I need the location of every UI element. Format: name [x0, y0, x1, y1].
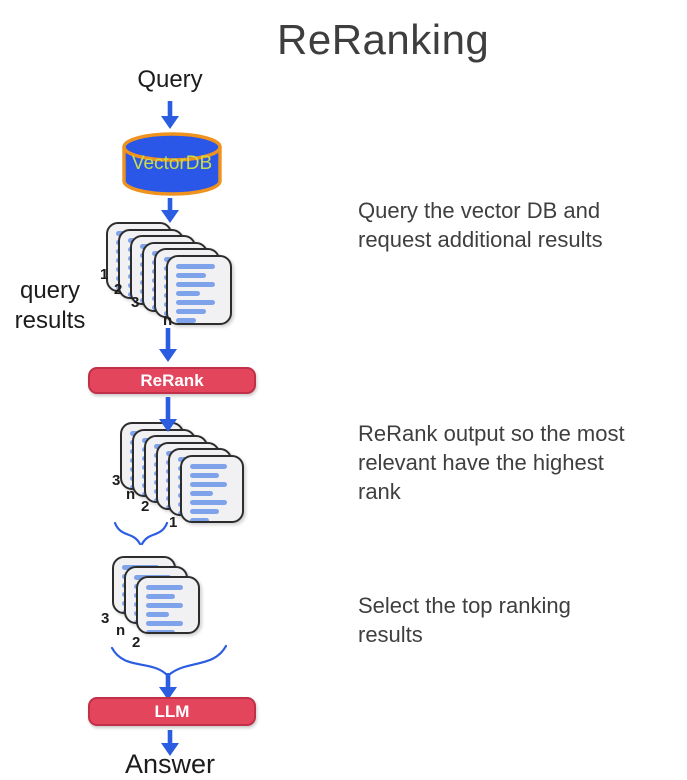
- annotation-select-top: Select the top ranking results: [358, 593, 571, 648]
- document-card: [166, 254, 232, 325]
- rank-number: n: [163, 312, 173, 329]
- rank-number: 3: [131, 294, 140, 311]
- doc-text-line: [190, 517, 210, 521]
- doc-text-line: [190, 508, 220, 514]
- rank-number: 2: [132, 634, 141, 651]
- arrow-down-icon: [161, 101, 179, 129]
- rank-number: 1: [100, 266, 109, 283]
- doc-text-line: [146, 630, 176, 632]
- rank-number: 2: [114, 281, 123, 298]
- doc-text-line: [176, 317, 197, 323]
- rank-number: 3: [101, 610, 110, 627]
- doc-text-line: [146, 594, 176, 599]
- arrow-down-icon: [161, 198, 179, 223]
- page-title: ReRanking: [277, 16, 490, 63]
- rank-number: 1: [169, 514, 178, 531]
- rerank-label: ReRank: [140, 370, 204, 390]
- answer-label: Answer: [124, 749, 216, 779]
- arrow-down-icon: [159, 328, 177, 362]
- rerank-node: ReRank: [88, 367, 256, 394]
- arrow-down-icon: [159, 397, 177, 432]
- annotation-rerank-output: ReRank output so the most relevant have …: [358, 421, 625, 505]
- annotation-query-db: Query the vector DB and request addition…: [358, 198, 603, 253]
- doc-text-line: [146, 612, 169, 617]
- llm-node: LLM: [88, 697, 256, 726]
- doc-text-line: [176, 290, 200, 296]
- reranked-stack: 3 n 2 1: [112, 422, 250, 531]
- brace-icon: [113, 521, 169, 546]
- doc-text-line: [190, 490, 213, 496]
- doc-text-line: [176, 308, 207, 314]
- top-results-stack: 3 n 2: [101, 556, 202, 651]
- doc-text-line: [176, 281, 215, 287]
- doc-text-line: [190, 472, 220, 478]
- doc-text-line: [190, 463, 227, 469]
- arrow-down-icon: [161, 730, 179, 756]
- vectordb-label: VectorDB: [131, 153, 213, 174]
- query-results-label: query results: [14, 277, 86, 334]
- doc-text-line: [176, 263, 215, 269]
- doc-text-line: [146, 603, 183, 608]
- document-card: [136, 576, 200, 634]
- rank-number: 2: [141, 498, 150, 515]
- rank-number: n: [126, 486, 136, 503]
- query-label: Query: [137, 66, 203, 93]
- rank-number: n: [116, 622, 126, 639]
- document-card: [180, 454, 244, 523]
- doc-text-line: [176, 299, 215, 305]
- doc-text-line: [146, 621, 183, 626]
- doc-text-line: [176, 272, 207, 278]
- doc-text-line: [146, 585, 183, 590]
- query-results-stack: 1 2 3 n: [100, 222, 238, 329]
- converge-arrow-icon: [110, 644, 228, 700]
- llm-label: LLM: [154, 701, 190, 721]
- vectordb-cylinder-icon: [122, 132, 222, 196]
- doc-text-line: [190, 499, 227, 505]
- rank-number: 3: [112, 472, 121, 489]
- doc-text-line: [190, 481, 227, 487]
